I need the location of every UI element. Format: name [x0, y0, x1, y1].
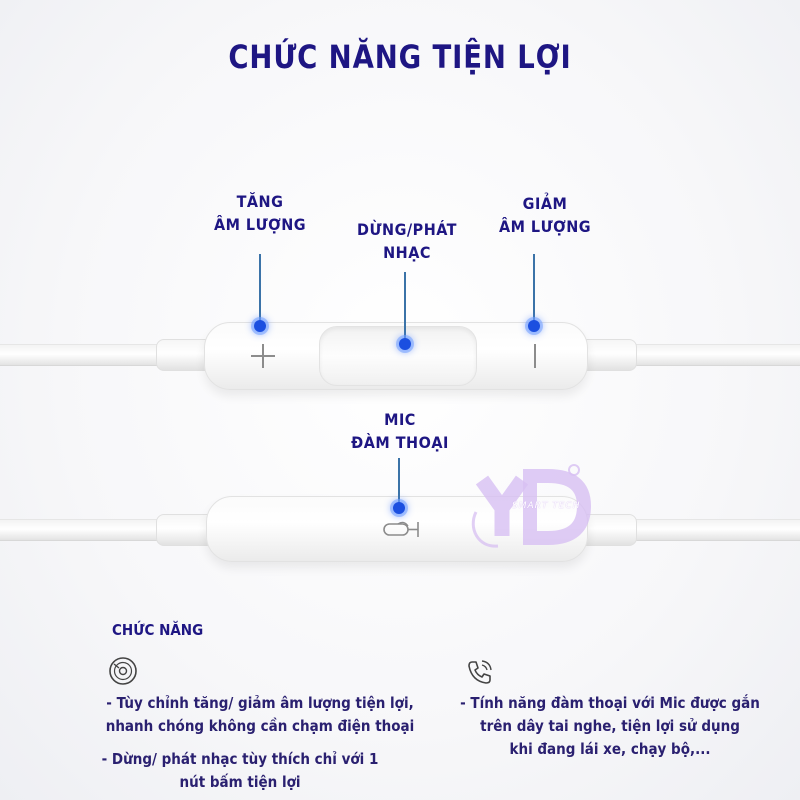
volume-up-button-plus-icon-vertical[interactable] [262, 344, 264, 368]
volume-up-label-line1: TĂNG [236, 192, 284, 211]
upper-cable-right [620, 344, 800, 366]
page-title: CHỨC NĂNG TIỆN LỢI [228, 38, 572, 76]
upper-cable-left [0, 344, 170, 366]
music-disc-icon [109, 657, 137, 685]
features-heading: CHỨC NĂNG [112, 621, 204, 639]
feature-left-item-1-line1: - Tùy chỉnh tăng/ giảm âm lượng tiện lợi… [106, 694, 414, 712]
feature-left-item-1-line2: nhanh chóng không cần chạm điện thoại [105, 717, 415, 735]
volume-down-label-line1: GIẢM [522, 194, 568, 213]
volume-down-button-minus-icon[interactable] [534, 344, 536, 368]
mic-label-line1: MIC [384, 410, 416, 429]
play-pause-button[interactable] [319, 326, 477, 386]
watermark-tagline: SMART TECH [512, 501, 581, 511]
play-pause-label-line1: DỪNG/PHÁT [357, 220, 457, 239]
volume-up-label: TĂNG ÂM LƯỢNG [205, 190, 315, 236]
play-pause-label: DỪNG/PHÁT NHẠC [345, 218, 469, 264]
feature-left-item-2-line1: - Dừng/ phát nhạc tùy thích chỉ với 1 [101, 750, 379, 768]
play-pause-marker [399, 338, 411, 350]
feature-right-item-1: - Tính năng đàm thoại với Mic được gắn t… [450, 692, 770, 761]
feature-left-item-2-line2: nút bấm tiện lợi [179, 773, 301, 791]
volume-down-label-line2: ÂM LƯỢNG [498, 217, 592, 236]
lower-cable-left [0, 519, 170, 541]
volume-down-leader-line [533, 254, 535, 326]
feature-left-item-2: - Dừng/ phát nhạc tùy thích chỉ với 1 nú… [90, 748, 390, 794]
mic-label: MIC ĐÀM THOẠI [340, 408, 460, 454]
lower-cable-right [620, 519, 800, 541]
feature-right-item-1-line3: khi đang lái xe, chạy bộ,... [509, 740, 711, 758]
feature-right-item-1-line2: trên dây tai nghe, tiện lợi sử dụng [480, 717, 740, 735]
yd-smart-tech-watermark: SMART TECH [468, 462, 592, 552]
yd-logo-icon [471, 464, 592, 548]
feature-right-item-1-line1: - Tính năng đàm thoại với Mic được gắn [460, 694, 760, 712]
upper-remote-body [204, 322, 588, 390]
volume-down-label: GIẢM ÂM LƯỢNG [488, 192, 602, 238]
volume-up-label-line2: ÂM LƯỢNG [213, 215, 307, 234]
microphone-icon [383, 521, 419, 537]
mic-marker [393, 502, 405, 514]
volume-down-marker [528, 320, 540, 332]
mic-leader-line [398, 458, 400, 508]
phone-call-icon [468, 660, 492, 684]
play-pause-leader-line [404, 272, 406, 344]
feature-left-item-1: - Tùy chỉnh tăng/ giảm âm lượng tiện lợi… [95, 692, 425, 738]
play-pause-label-line2: NHẠC [383, 243, 431, 262]
volume-up-leader-line [259, 254, 261, 326]
volume-up-marker [254, 320, 266, 332]
mic-label-line2: ĐÀM THOẠI [351, 433, 449, 452]
